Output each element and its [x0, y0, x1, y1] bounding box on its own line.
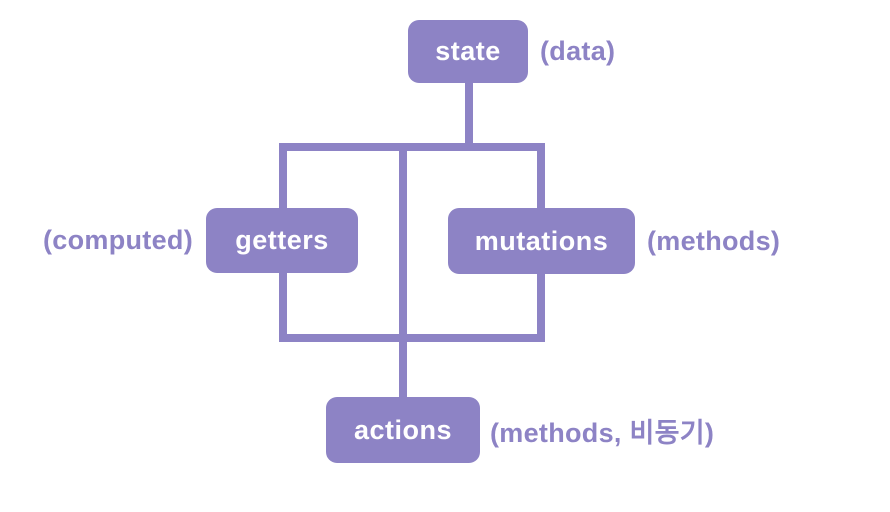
- connector-state-to-bus: [465, 83, 473, 151]
- connector-center-to-actions: [399, 143, 407, 397]
- annotation-mutations-text: (methods): [647, 225, 781, 256]
- node-state: state: [408, 20, 528, 83]
- node-mutations: mutations: [448, 208, 635, 274]
- node-getters-label: getters: [235, 225, 329, 255]
- annotation-getters: (computed): [20, 208, 193, 273]
- annotation-state: (data): [540, 20, 615, 83]
- node-state-label: state: [435, 36, 501, 66]
- annotation-actions-text: (methods, 비동기): [490, 417, 715, 448]
- node-mutations-label: mutations: [474, 225, 609, 256]
- bus-line-bottom: [279, 334, 545, 342]
- bus-line-top: [279, 143, 545, 151]
- node-getters: getters: [206, 208, 358, 273]
- annotation-actions: (methods, 비동기): [490, 397, 714, 463]
- annotation-state-text: (data): [540, 36, 616, 66]
- node-actions: actions: [326, 397, 480, 463]
- annotation-mutations: (methods): [647, 208, 780, 274]
- annotation-getters-text: (computed): [43, 225, 193, 255]
- node-actions-label: actions: [353, 414, 453, 445]
